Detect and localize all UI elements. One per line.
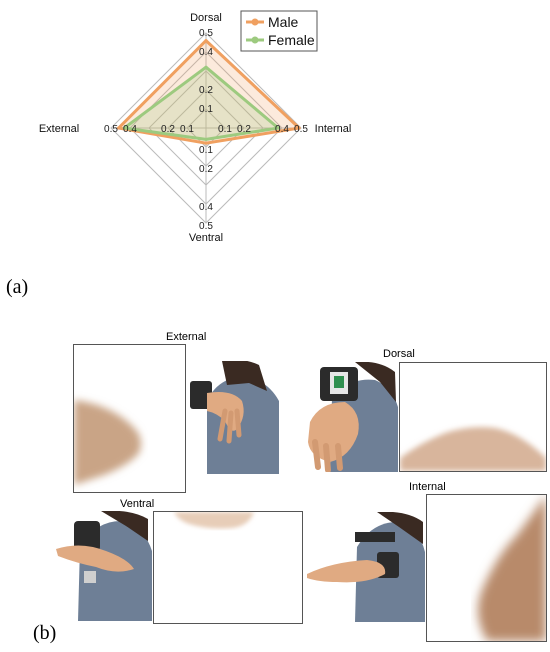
tick-label: 0.4 (199, 202, 213, 213)
photo-label-external: External (166, 331, 207, 343)
series-female-point (204, 137, 208, 141)
tick-label: 0.4 (199, 47, 213, 58)
tick-label: 0.5 (104, 124, 118, 135)
radar-chart: 0.1 0.2 0.4 0.5 0.1 0.2 0.4 0.5 0.1 0.2 0.4 0.5 0.1 0… (39, 10, 352, 244)
tick-label: 0.1 (199, 104, 213, 115)
tick-label: 0.4 (123, 124, 137, 135)
radar-ticks: 0.1 0.2 0.4 0.5 0.1 0.2 0.4 0.5 0.1 0.2 0.4 0.5 0.1 0… (104, 28, 308, 232)
ventral-closeup-photo (153, 511, 303, 624)
series-female-point (204, 65, 208, 69)
tick-label: 0.5 (199, 28, 213, 39)
tick-label: 0.1 (199, 145, 213, 156)
legend-label-female: Female (268, 32, 315, 48)
series-female-point (276, 126, 280, 130)
tick-label: 0.1 (218, 124, 232, 135)
external-person-photo (187, 361, 282, 474)
legend-marker-male (251, 18, 259, 26)
tick-label: 0.2 (237, 124, 251, 135)
dorsal-person-photo (300, 362, 398, 472)
legend-marker-female (251, 36, 259, 44)
tick-label: 0.4 (275, 124, 289, 135)
axis-label-external: External (39, 123, 79, 135)
series-male-point (117, 126, 121, 130)
tick-label: 0.5 (294, 124, 308, 135)
tick-label: 0.5 (199, 221, 213, 232)
legend-label-male: Male (268, 14, 299, 30)
panel-label-b: (b) (33, 622, 57, 644)
tick-label: 0.1 (180, 124, 194, 135)
series-male-point (204, 39, 208, 43)
internal-person-photo (307, 512, 425, 622)
photo-label-dorsal: Dorsal (383, 348, 415, 360)
radar-grid (110, 32, 302, 224)
axis-label-internal: Internal (315, 123, 352, 135)
tick-label: 0.2 (199, 164, 213, 175)
panel-label-a: (a) (6, 276, 29, 298)
tick-label: 0.2 (199, 85, 213, 96)
external-closeup-photo (73, 344, 186, 493)
internal-closeup-photo (426, 494, 547, 642)
axis-label-dorsal: Dorsal (190, 12, 222, 24)
dorsal-closeup-photo (399, 362, 547, 472)
photo-label-internal: Internal (409, 481, 446, 493)
axis-label-ventral: Ventral (189, 232, 223, 244)
radar-series (117, 39, 301, 145)
series-male-point (204, 141, 208, 145)
tick-label: 0.2 (161, 124, 175, 135)
series-male-point (297, 126, 301, 130)
photo-label-ventral: Ventral (120, 498, 155, 510)
series-female-point (122, 126, 126, 130)
ventral-person-photo (56, 511, 152, 621)
